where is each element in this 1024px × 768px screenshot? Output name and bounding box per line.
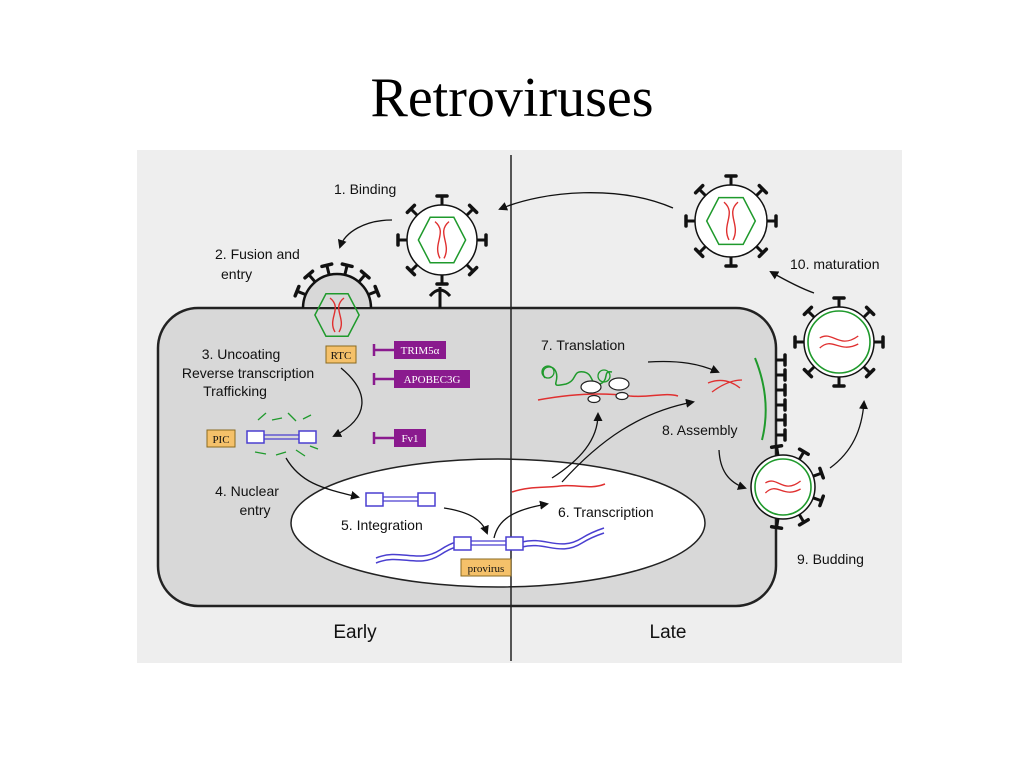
viral-rna-transcript	[511, 483, 606, 493]
page-title: Retroviruses	[370, 67, 654, 129]
virion-mature	[684, 174, 778, 268]
integrated-provirus	[453, 536, 524, 551]
apobec3g-factor: APOBEC3G	[372, 370, 470, 388]
arrow-transcription-to-translation	[551, 412, 603, 479]
phase-late-label: Late	[650, 622, 687, 643]
step-uncoating-label-1: 3. Uncoating	[202, 346, 281, 362]
step-translation-label: 7. Translation	[541, 337, 625, 353]
trim5a-label: TRIM5α	[401, 345, 440, 357]
translation-complex	[537, 365, 679, 404]
virion-entry	[293, 262, 381, 337]
rtc-box	[325, 345, 357, 364]
arrow-immature-to-mature	[769, 271, 815, 294]
virion-budding	[750, 443, 826, 531]
arrow-binding-to-fusion	[337, 219, 393, 249]
step-uncoating-label-2: Reverse transcription	[182, 365, 314, 381]
step-uncoating-label-3: Trafficking	[203, 383, 267, 399]
arrow-pic-to-nucleus	[285, 457, 360, 500]
step-maturation-label: 10. maturation	[790, 256, 880, 272]
arrow-assembly-to-budding	[718, 449, 747, 490]
pic-dna	[246, 430, 317, 444]
fv1-factor: Fv1	[372, 429, 426, 447]
membrane-gag-spikes	[776, 353, 787, 442]
arrow-rtc-to-pic	[332, 367, 363, 437]
virion-binding	[396, 194, 488, 286]
assembly-site	[707, 353, 787, 442]
fv1-label: Fv1	[401, 433, 418, 445]
step-transcription-label: 6. Transcription	[558, 504, 654, 520]
host-chromosome	[375, 527, 605, 564]
virion-immature	[793, 296, 885, 388]
capsid-debris	[254, 412, 319, 457]
step-binding-label: 1. Binding	[334, 181, 396, 197]
step-budding-label: 9. Budding	[797, 551, 864, 567]
pic-box	[206, 429, 236, 448]
nuclear-viral-dna	[365, 492, 436, 507]
provirus-box	[460, 558, 512, 577]
arrow-budding-to-immature	[829, 400, 868, 469]
arrow-translation-to-assembly	[647, 360, 720, 374]
step-fusion-label-2: entry	[221, 266, 252, 282]
step-fusion-label-1: 2. Fusion and	[215, 246, 300, 262]
arrow-dna-to-integration	[443, 507, 489, 535]
step-assembly-label: 8. Assembly	[662, 422, 737, 438]
step-nuclear-label-2: entry	[239, 502, 270, 518]
rtc-label: RTC	[331, 350, 352, 362]
provirus-label: provirus	[468, 563, 505, 575]
arrow-maturation-to-binding	[498, 192, 674, 211]
pic-label: PIC	[212, 434, 229, 446]
arrow-transcription-to-assembly	[561, 398, 695, 483]
phase-early-label: Early	[333, 622, 377, 643]
apobec3g-label: APOBEC3G	[404, 374, 461, 386]
cell-receptor	[428, 287, 452, 308]
arrow-integration-to-transcription	[493, 500, 549, 539]
step-integration-label: 5. Integration	[341, 517, 423, 533]
step-nuclear-label-1: 4. Nuclear	[215, 483, 279, 499]
trim5a-factor: TRIM5α	[372, 341, 446, 359]
